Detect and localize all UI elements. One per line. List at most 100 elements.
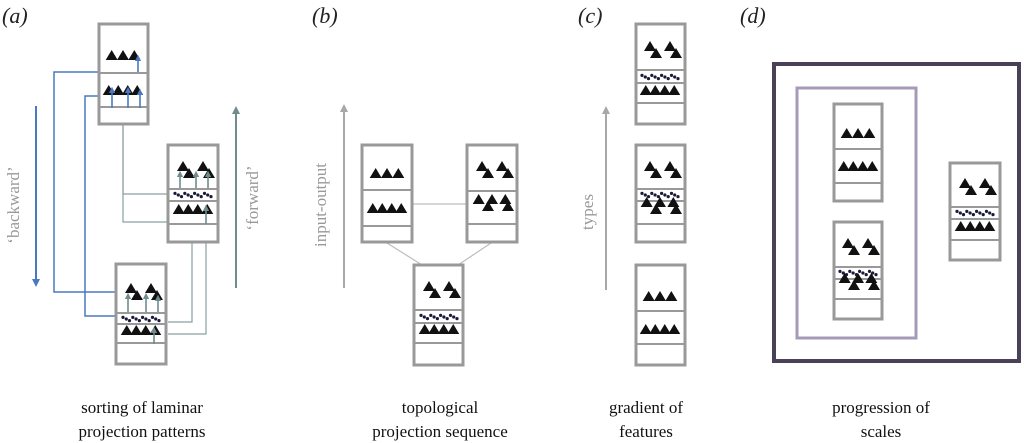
topology-connections <box>386 203 492 266</box>
pyramidal-cell <box>954 221 967 231</box>
panel-c-caption-line2: features <box>619 422 673 441</box>
pyramidal-cell <box>654 197 666 207</box>
pyramidal-cell <box>964 221 977 231</box>
granule-cell <box>965 209 969 213</box>
pyramidal-cell <box>868 280 880 290</box>
pyramidal-cell <box>865 273 878 283</box>
pyramidal-cell <box>449 288 461 298</box>
panel-d-caption-line2: scales <box>861 422 902 441</box>
pyramidal-cells <box>842 238 880 255</box>
column-a-bottom <box>114 262 168 366</box>
pyramidal-cell <box>423 281 435 291</box>
pyramidal-cells <box>476 161 514 178</box>
pyramidal-cell <box>499 194 512 204</box>
granule-cell <box>676 195 680 199</box>
pyramidal-cell <box>125 283 137 293</box>
granule-cell <box>656 195 661 199</box>
granule-cell <box>176 193 180 197</box>
granule-cell <box>841 271 845 275</box>
backward-label: ‘backward’ <box>4 166 23 243</box>
granule-cell <box>646 195 651 199</box>
pyramidal-cell <box>868 245 880 255</box>
pyramidal-cells <box>959 178 997 195</box>
granule-cell <box>643 75 647 79</box>
pyramidal-cell <box>120 325 133 335</box>
pyramidal-cell <box>863 128 876 138</box>
granule-cell <box>183 191 187 195</box>
column-d-bottom <box>832 220 884 321</box>
granule-cell <box>971 213 976 217</box>
panel-a-label: (a) <box>2 3 28 28</box>
granule-cell <box>154 317 158 321</box>
granule-cell <box>452 315 456 319</box>
column-frame <box>832 220 884 321</box>
pyramidal-cell <box>650 168 662 178</box>
pyramidal-cell <box>644 41 656 51</box>
granule-cell <box>442 315 446 319</box>
pyramidal-cell <box>665 291 678 301</box>
granule-cell <box>838 269 842 273</box>
column-frame <box>166 143 220 244</box>
pyramidal-cell <box>145 283 157 293</box>
pyramidal-cell <box>840 128 853 138</box>
pyramidal-cell <box>650 204 662 214</box>
pyramidal-cell <box>429 288 441 298</box>
panel-d-label: (d) <box>740 3 766 28</box>
granule-cell <box>147 319 151 323</box>
pyramidal-cell <box>496 161 508 171</box>
input-output-label: input-output <box>311 163 330 247</box>
pyramidal-cell <box>965 185 977 195</box>
pyramidal-cell <box>852 128 864 138</box>
pyramidal-cell <box>658 324 671 334</box>
panel-a: ‘backward’ ‘forward’ <box>4 22 262 441</box>
pyramidal-cell <box>139 325 152 335</box>
panel-d: progression of scales <box>772 62 1021 441</box>
pyramidal-cells <box>642 291 678 301</box>
pyramidal-cells <box>644 41 682 58</box>
granule-cell <box>673 193 677 197</box>
pyramidal-cell <box>369 168 382 178</box>
pyramidal-cells <box>640 197 682 214</box>
column-d-right <box>948 161 1002 262</box>
pyramidal-cell <box>664 41 676 51</box>
pyramidal-cells <box>418 324 460 334</box>
granule-cells <box>419 313 459 321</box>
panel-b: input-output <box>311 104 519 441</box>
pyramidal-cell <box>385 203 398 213</box>
pyramidal-cell <box>366 203 379 213</box>
panel-a-caption-line1: sorting of laminar <box>81 398 203 417</box>
granule-cell <box>646 77 651 81</box>
granule-cell <box>189 195 193 199</box>
pyramidal-cell <box>395 203 408 213</box>
pyramidal-cell <box>649 324 662 334</box>
granule-cell <box>858 269 862 273</box>
pyramidal-cell <box>866 161 879 171</box>
cell-projections <box>108 54 144 108</box>
column-b-right <box>465 143 519 244</box>
pyramidal-cells <box>837 161 879 171</box>
panel-c-caption-line1: gradient of <box>609 398 683 417</box>
granule-cell <box>445 317 449 321</box>
pyramidal-cell <box>856 161 869 171</box>
granule-cell <box>179 195 184 199</box>
pyramidal-cell <box>848 245 860 255</box>
granule-cell <box>432 315 436 319</box>
granule-cell <box>455 317 459 321</box>
granule-cell <box>656 77 661 81</box>
pyramidal-cell <box>482 201 494 211</box>
column-frame <box>634 263 687 367</box>
pyramidal-cell <box>182 204 195 214</box>
granule-cell <box>640 73 644 77</box>
granule-cell <box>141 315 145 319</box>
pyramidal-cell <box>649 85 662 95</box>
pyramidal-cell <box>959 178 971 188</box>
panel-b-caption-line2: projection sequence <box>372 422 507 441</box>
granule-cell <box>669 73 674 77</box>
granule-cell <box>958 211 962 215</box>
granule-cell <box>874 273 878 277</box>
cell-projections <box>124 292 162 344</box>
pyramidal-cell <box>862 238 874 248</box>
granule-cell <box>422 315 426 319</box>
pyramidal-cell <box>105 50 118 60</box>
inner-scale-box <box>795 86 918 340</box>
